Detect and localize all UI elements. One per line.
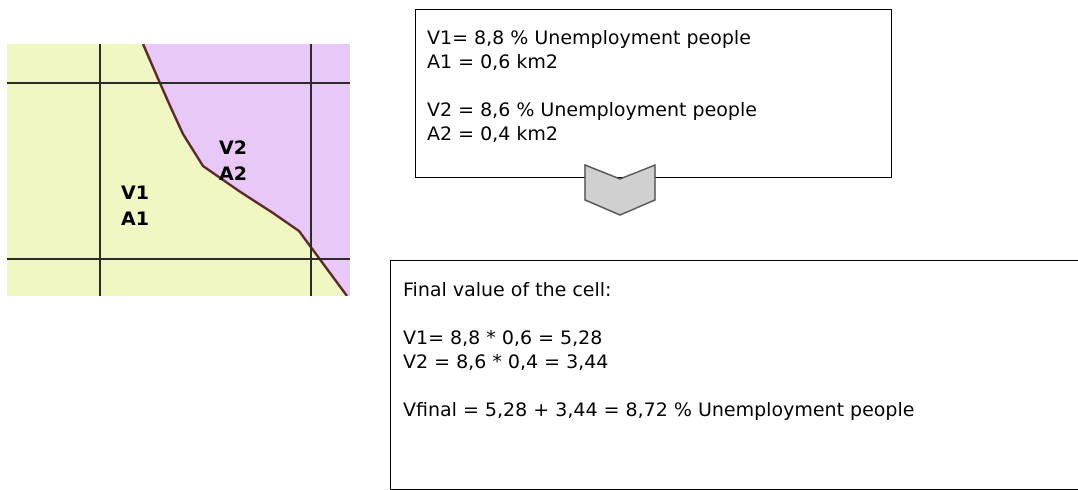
v1-value-line: V1= 8,8 % Unemployment people [427, 27, 751, 49]
v2-value-line: V2 = 8,6 % Unemployment people [427, 99, 757, 121]
zone-boundary-line [141, 44, 349, 296]
a2-value-line: A2 = 0,4 km2 [427, 123, 558, 145]
zone-2-area-label: A2 [219, 163, 247, 185]
a1-value-line: A1 = 0,6 km2 [427, 51, 558, 73]
cell-map: V2 A2 V1 A1 [7, 44, 350, 296]
result-text: Final value of the cell: V1= 8,8 * 0,6 =… [403, 278, 914, 422]
zone-1-area-label: A1 [121, 208, 149, 230]
zone-2-area [143, 44, 350, 296]
input-values-text: V1= 8,8 % Unemployment people A1 = 0,6 k… [427, 26, 757, 146]
v2-calculation: V2 = 8,6 * 0,4 = 3,44 [403, 351, 609, 373]
zone-1-value-label: V1 [121, 182, 149, 204]
v1-calculation: V1= 8,8 * 0,6 = 5,28 [403, 327, 603, 349]
result-box: Final value of the cell: V1= 8,8 * 0,6 =… [390, 260, 1078, 490]
spacer [403, 374, 914, 398]
spacer [427, 74, 757, 98]
result-heading: Final value of the cell: [403, 279, 612, 301]
input-values-box: V1= 8,8 % Unemployment people A1 = 0,6 k… [415, 9, 892, 178]
zone-2-value-label: V2 [219, 137, 247, 159]
final-calculation: Vfinal = 5,28 + 3,44 = 8,72 % Unemployme… [403, 399, 915, 421]
down-chevron-arrow-icon [584, 164, 656, 216]
map-drawing [7, 44, 350, 296]
spacer [403, 302, 914, 326]
